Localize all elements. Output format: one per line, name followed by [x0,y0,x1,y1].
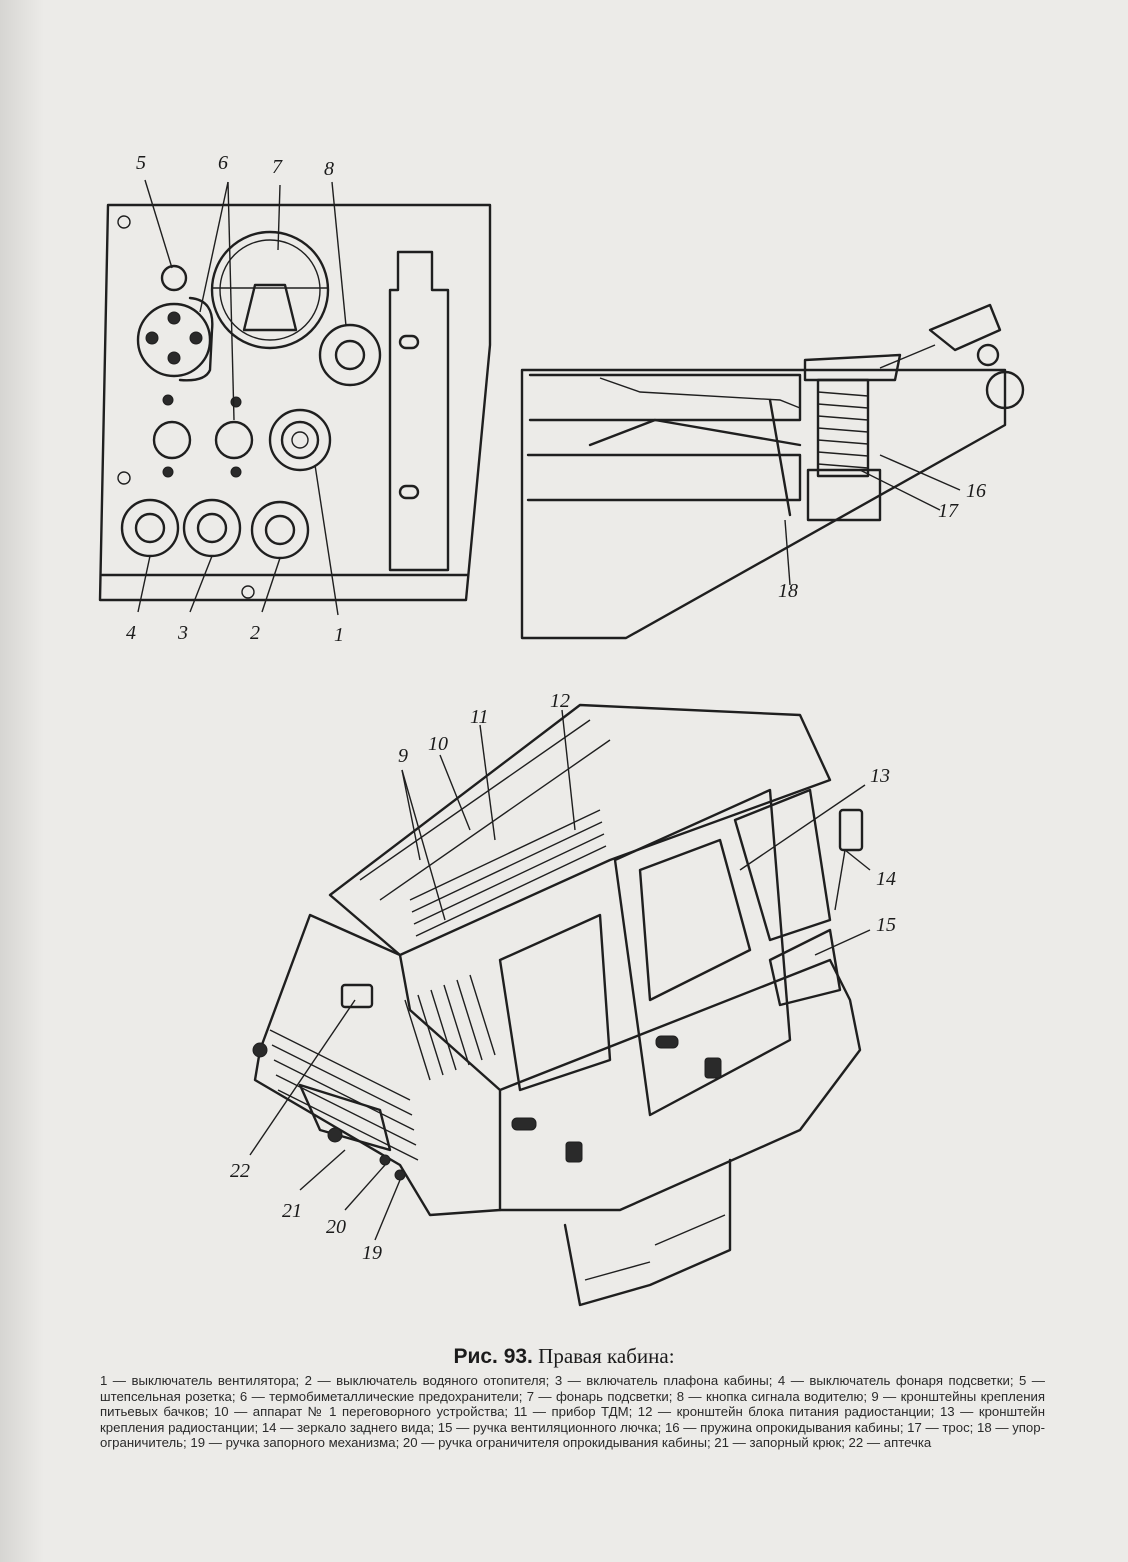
callout-8: 8 [324,158,334,180]
tilt-mechanism-drawing [520,303,1025,640]
callout-13: 13 [870,765,890,787]
figure-legend: 1 — выключатель вентилятора; 2 — выключа… [100,1373,1045,1451]
callout-2: 2 [250,622,260,644]
figure-caption: Рис. 93. Правая кабина: [0,1344,1128,1369]
callout-12: 12 [550,690,570,712]
callout-7: 7 [272,156,282,178]
callout-15: 15 [876,914,896,936]
callout-20: 20 [326,1216,346,1238]
callout-4: 4 [126,622,136,644]
book-spine-shadow [0,0,44,1562]
cab-drawing [249,703,871,1307]
callout-19: 19 [362,1242,382,1264]
figure-number: Рис. 93. [453,1345,533,1368]
callout-21: 21 [282,1200,302,1222]
callout-14: 14 [876,868,896,890]
callout-11: 11 [470,706,489,728]
callout-9: 9 [398,745,408,767]
callout-6: 6 [218,152,228,174]
callout-10: 10 [428,733,448,755]
figure-title: Правая кабина: [538,1344,675,1368]
callout-17: 17 [938,500,958,522]
callout-16: 16 [966,480,986,502]
callout-5: 5 [136,152,146,174]
callout-22: 22 [230,1160,250,1182]
callout-3: 3 [178,622,188,644]
instrument-panel-drawing [98,179,492,616]
callout-18: 18 [778,580,798,602]
callout-1: 1 [334,624,344,646]
